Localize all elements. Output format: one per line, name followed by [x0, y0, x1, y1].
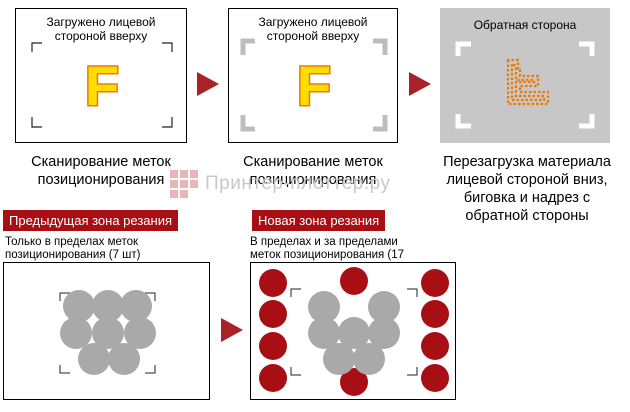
detected-registration-marks — [240, 38, 388, 132]
letter-f-icon: F — [83, 53, 120, 119]
caption-scan-marks: Сканирование меток позиционирования — [31, 154, 171, 188]
panel-face-up-scan: Загружено лицевой стороной вверху F — [15, 8, 187, 143]
caption-reload-material: Перезагрузка материала лицевой стороной … — [443, 154, 611, 224]
circle-gray — [108, 343, 140, 375]
arrow-right-icon — [197, 72, 219, 96]
circle-red — [340, 267, 368, 295]
back-registration-marks — [455, 41, 595, 129]
circle-gray — [368, 317, 400, 349]
circle-gray — [120, 290, 152, 322]
arrow-right-icon — [409, 72, 431, 96]
watermark-text: Принтер-плоттер.ру — [205, 173, 391, 194]
circle-gray — [78, 343, 110, 375]
arrow-right-icon — [221, 318, 243, 342]
circle-red — [340, 368, 368, 396]
panel-title: Загружено лицевой стороной вверху — [46, 15, 156, 43]
panel-back-side: Обратная сторона — [440, 8, 610, 143]
circle-red — [259, 332, 287, 360]
watermark-logo-icon — [170, 170, 198, 198]
circle-gray — [353, 343, 385, 375]
previous-zone-panel — [3, 262, 210, 400]
circle-gray — [124, 317, 156, 349]
new-zone-description: В пределах и за пределами меток позицион… — [250, 236, 405, 274]
circle-gray — [368, 291, 400, 323]
circle-gray — [308, 317, 340, 349]
circle-gray — [60, 317, 92, 349]
circle-gray — [308, 291, 340, 323]
circle-gray — [63, 290, 95, 322]
circle-gray — [92, 317, 124, 349]
new-zone-panel — [250, 262, 456, 400]
previous-zone-diagram — [59, 290, 156, 375]
panel-title: Обратная сторона — [473, 18, 577, 32]
new-zone-badge: Новая зона резания — [252, 210, 386, 231]
circle-red — [259, 300, 287, 328]
letter-f-icon: F — [295, 53, 332, 119]
panel-face-up-scan-detected: Загружено лицевой стороной вверху F — [228, 8, 398, 143]
circle-red — [259, 269, 287, 297]
caption-scan-marks: Сканирование меток позиционирования — [243, 154, 383, 188]
circle-red — [259, 364, 287, 392]
circle-gray — [338, 317, 370, 349]
circle-gray — [323, 343, 355, 375]
panel-title: Загружено лицевой стороной вверху — [258, 15, 368, 43]
svg-text:F: F — [85, 54, 119, 117]
previous-zone-description: Только в пределах меток позиционирования… — [5, 236, 141, 261]
registration-marks — [31, 42, 173, 128]
svg-text:F: F — [297, 54, 331, 117]
circle-red — [421, 364, 449, 392]
circle-red — [421, 332, 449, 360]
circle-red — [421, 300, 449, 328]
new-zone-diagram — [259, 267, 449, 396]
circle-gray — [92, 290, 124, 322]
circle-red — [421, 269, 449, 297]
previous-zone-badge: Предыдущая зона резания — [3, 210, 179, 231]
mirrored-letter-cut-outline-icon — [506, 58, 550, 106]
